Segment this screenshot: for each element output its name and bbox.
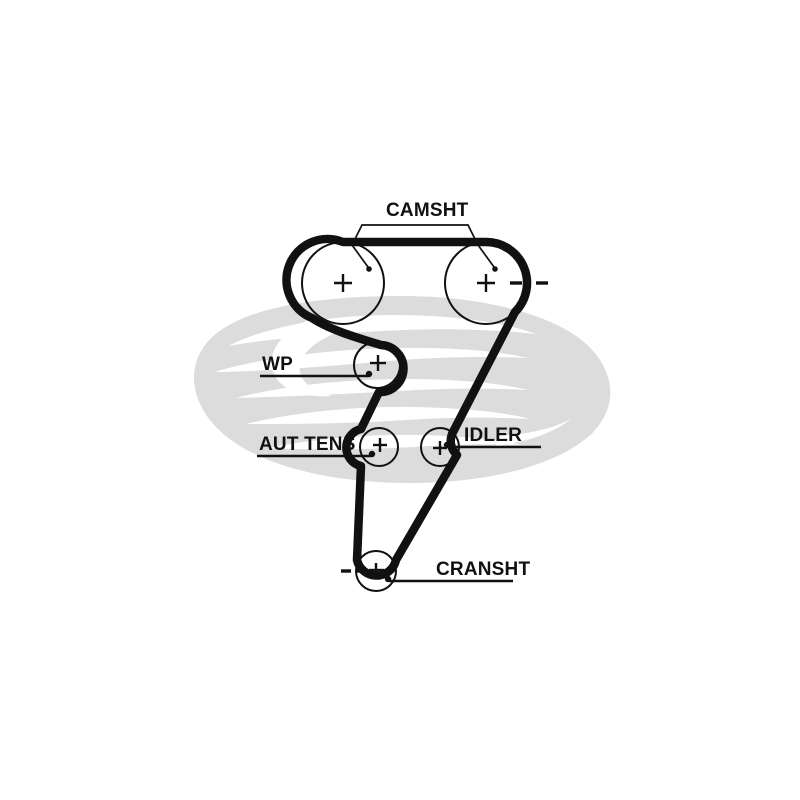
water-pump-center-mark [370, 355, 386, 371]
camshaft-label-text: CAMSHT [386, 200, 469, 221]
camshaft-leader-right [477, 244, 495, 268]
water-pump-label-text: WP [262, 354, 293, 375]
camshaft-right-center-mark [477, 274, 495, 292]
pulley-camshaft-right[interactable] [444, 241, 548, 325]
auto-tensioner-leader-dot [368, 450, 376, 458]
camshaft-left-center-mark [334, 274, 352, 292]
water-pump-outline [353, 341, 401, 389]
pulley-crankshaft[interactable] [341, 550, 397, 592]
camshaft-leader-dot-left [366, 266, 372, 272]
auto-tensioner-center-mark [373, 438, 387, 452]
camshaft-leader-dot-right [492, 266, 498, 272]
crankshaft-label-text: CRANSHT [436, 559, 530, 580]
watermark-script [214, 315, 572, 450]
water-pump-leader-dot [365, 370, 373, 378]
idler-center-mark [433, 441, 447, 455]
registered-trademark-icon: ® [579, 418, 595, 441]
label-auto-tensioner[interactable]: AUT TENS [257, 434, 376, 458]
pulley-camshaft-left[interactable] [301, 241, 385, 325]
idler-leader-dot [443, 441, 451, 449]
label-crankshaft[interactable]: CRANSHT [384, 559, 531, 583]
crankshaft-center-mark [369, 563, 384, 578]
label-idler[interactable]: IDLER [443, 425, 541, 449]
camshaft-leader-left [351, 244, 369, 268]
label-water-pump[interactable]: WP [260, 354, 373, 378]
auto-tensioner-label-text: AUT TENS [259, 434, 356, 455]
pulley-water-pump[interactable] [353, 341, 401, 389]
gates-watermark: ® [193, 296, 611, 484]
camshaft-right-outline [444, 241, 528, 325]
pulley-auto-tensioner[interactable] [359, 427, 399, 467]
idler-label-text: IDLER [464, 425, 522, 446]
camshaft-bracket [351, 224, 479, 246]
camshaft-left-outline [301, 241, 385, 325]
auto-tensioner-outline [359, 427, 399, 467]
label-camshaft[interactable]: CAMSHT [351, 200, 498, 272]
crankshaft-leader-dot [384, 575, 392, 583]
